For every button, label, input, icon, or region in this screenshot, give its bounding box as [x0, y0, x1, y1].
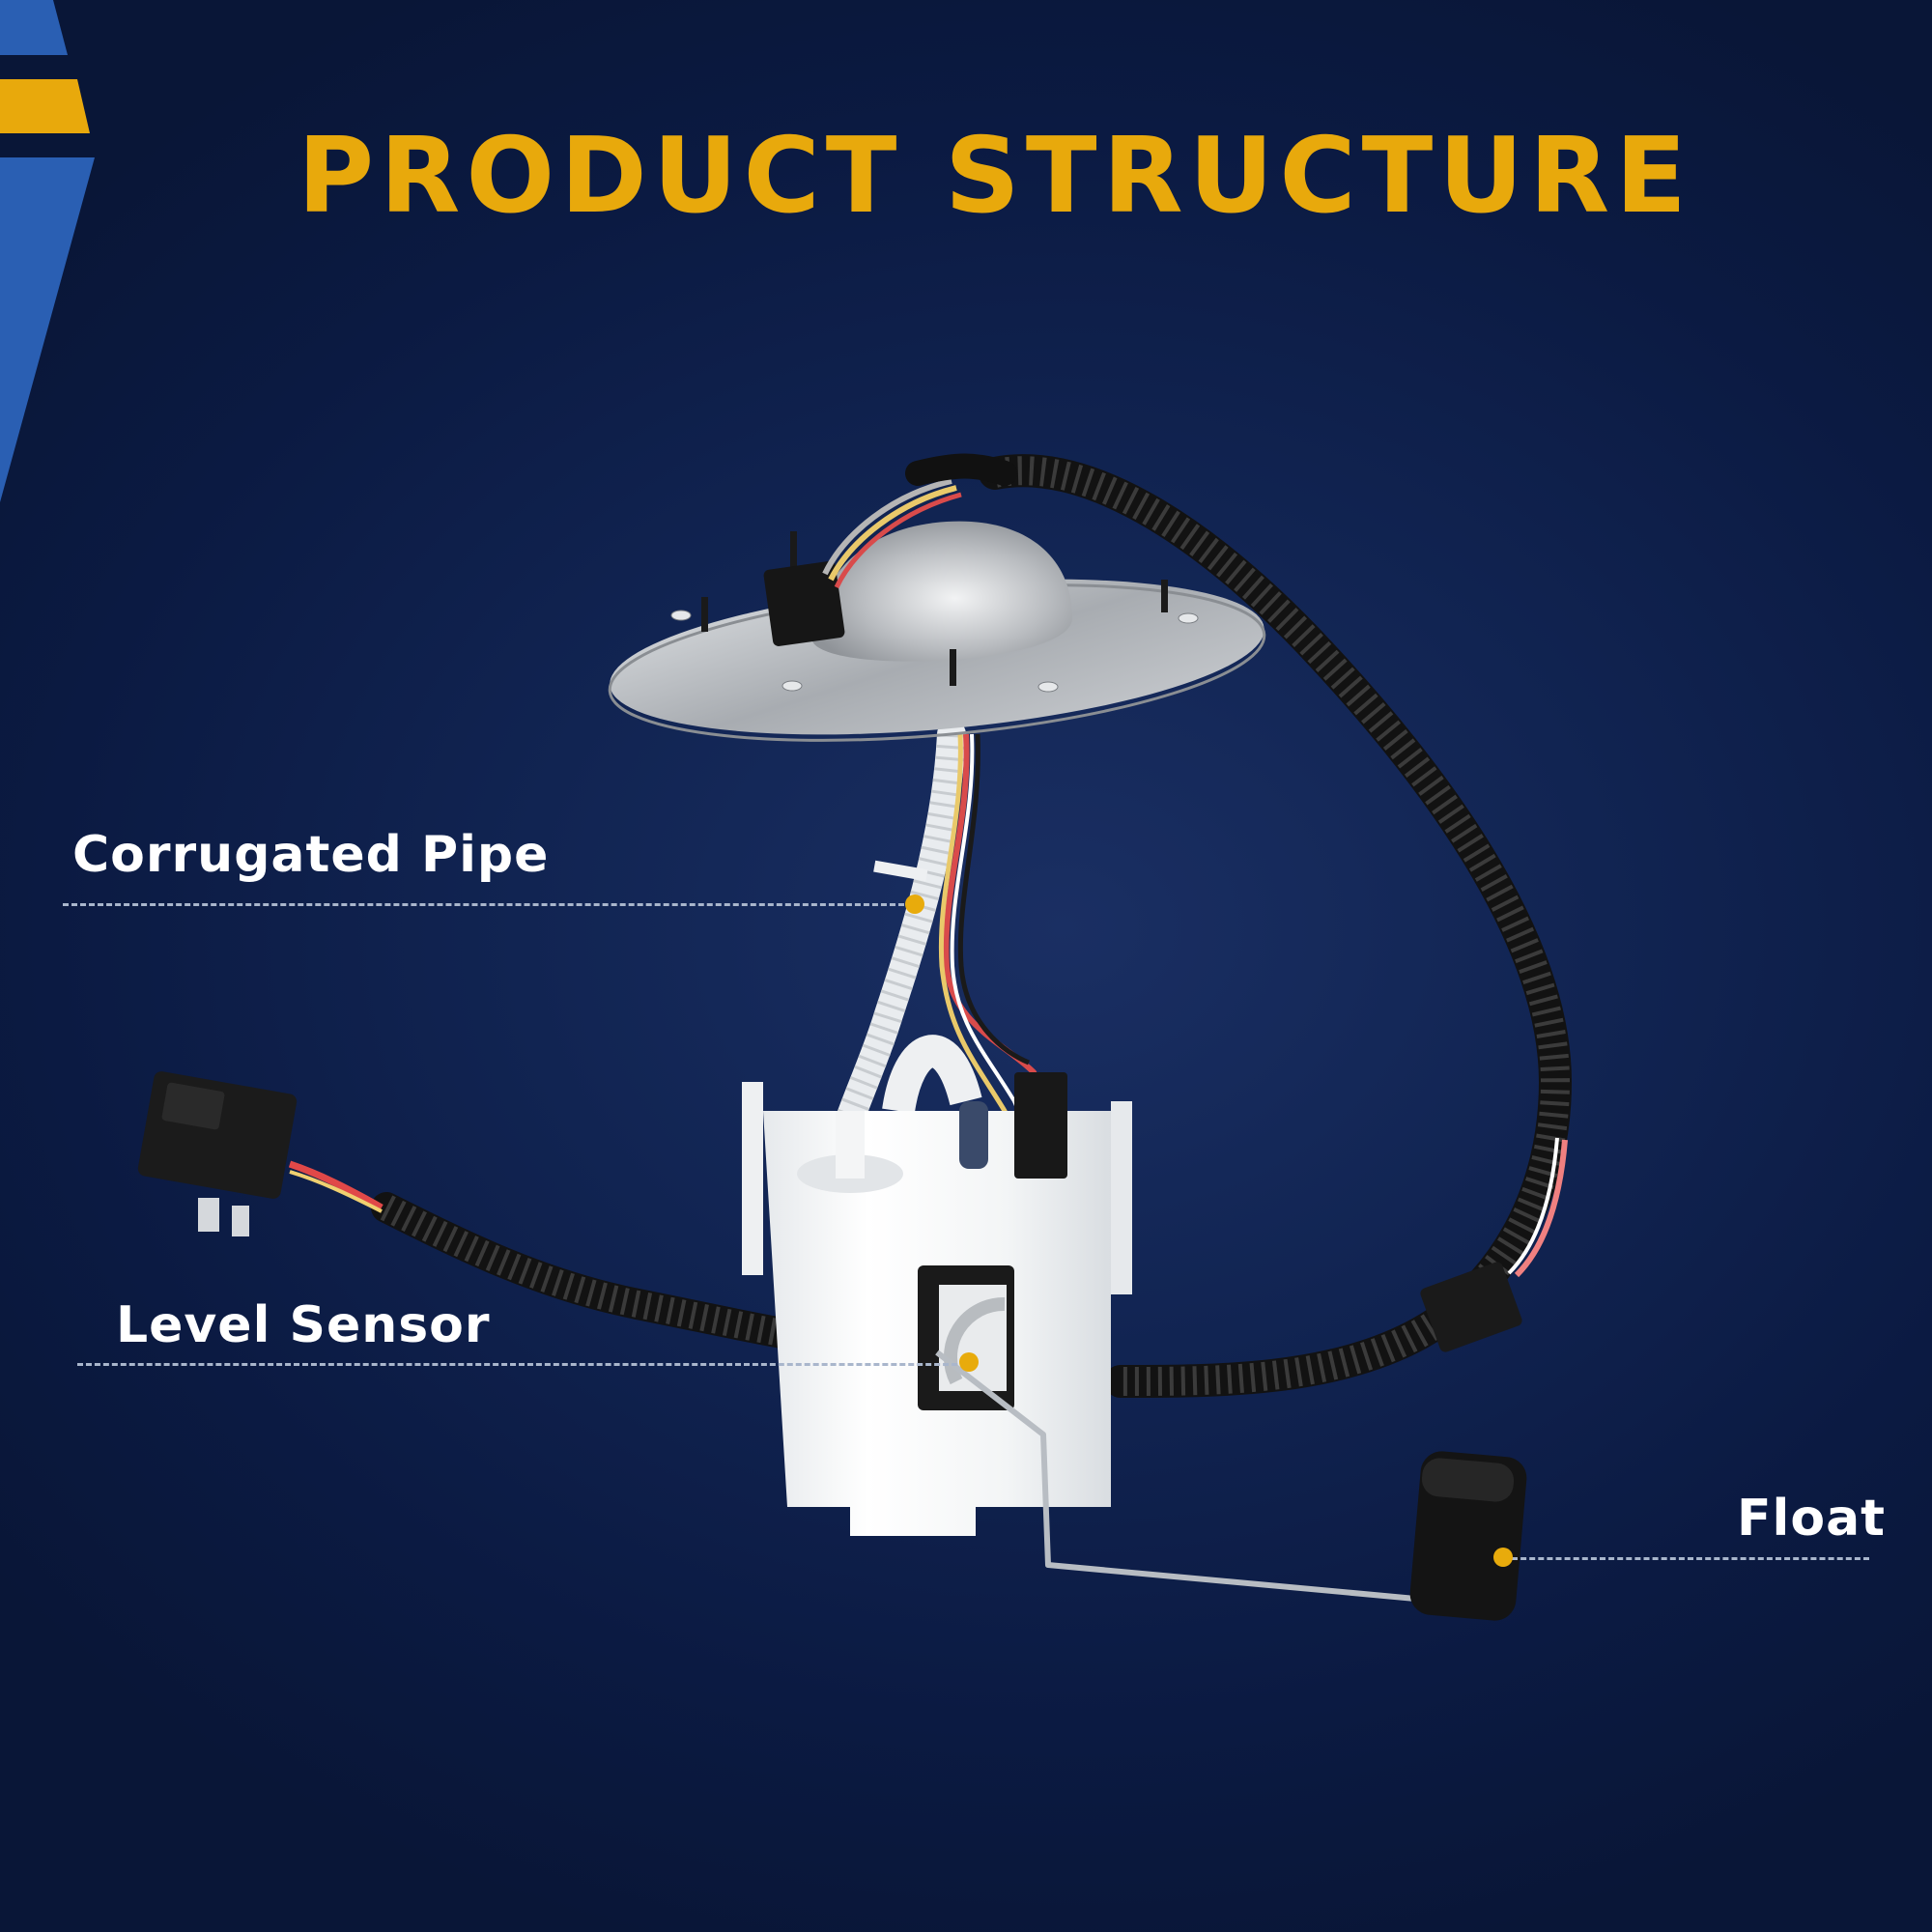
- corner-stripes-decoration: [0, 0, 95, 502]
- callout-label-level-sensor: Level Sensor: [116, 1296, 491, 1354]
- left-electrical-connector-icon: [137, 1071, 298, 1236]
- callout-leader-line-float: [1512, 1557, 1869, 1560]
- float-icon: [1409, 1451, 1527, 1621]
- callout-leader-line-level-sensor: [77, 1363, 966, 1366]
- page-title: PRODUCT STRUCTURE: [298, 116, 1692, 237]
- callout-dot-corrugated-pipe: [905, 895, 924, 914]
- callout-dot-float: [1493, 1548, 1513, 1567]
- level-sensor-icon: [918, 1265, 1014, 1410]
- callout-label-corrugated-pipe: Corrugated Pipe: [72, 826, 550, 884]
- callout-dot-level-sensor: [959, 1352, 979, 1372]
- callout-label-float: Float: [1737, 1490, 1887, 1548]
- callout-leader-line-corrugated-pipe: [63, 903, 913, 906]
